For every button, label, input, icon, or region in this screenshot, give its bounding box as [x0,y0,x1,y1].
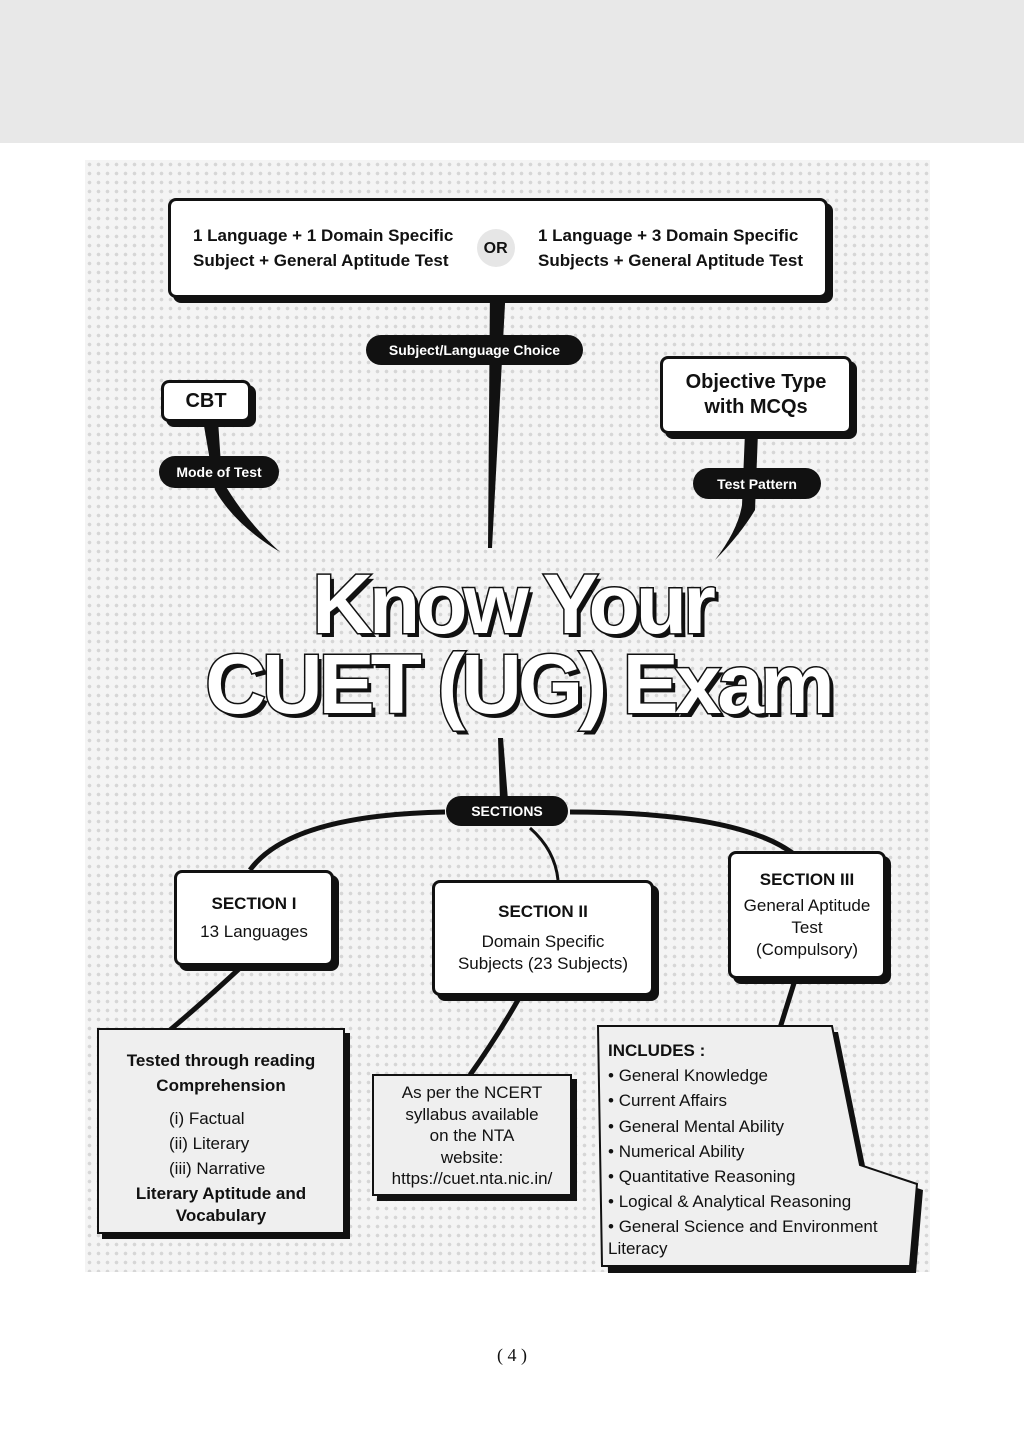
detail-line: on the NTA [429,1126,515,1145]
choice-option-1-line: 1 Language + 1 Domain Specific [193,226,454,245]
section-heading: SECTION II [498,902,588,921]
detail-item: General Knowledge [608,1063,908,1088]
section-2-box: SECTION II Domain Specific Subjects (23 … [432,880,654,996]
or-badge: OR [476,229,515,267]
connector-pattern [715,432,758,560]
detail-item: Numerical Ability [608,1139,908,1164]
section-text: Domain Specific [481,932,605,951]
section-text: 13 Languages [200,922,308,941]
page-number: ( 4 ) [497,1345,527,1365]
section-2-detail: As per the NCERT syllabus available on t… [372,1074,572,1196]
section-text: (Compulsory) [755,940,859,959]
sections-label: SECTIONS [446,796,568,826]
top-band [0,0,1024,143]
choice-option-1-line: Subject + General Aptitude Test [193,251,449,270]
detail-item: General Mental Ability [608,1114,908,1139]
detail-footer: Literary Aptitude and [135,1184,307,1203]
connector-section3-detail [777,979,798,1029]
pattern-box: Objective Type with MCQs [660,356,852,434]
connector-section2 [529,826,560,881]
test-pattern-label: Test Pattern [693,468,821,499]
section-text: Test [791,918,823,937]
connector-section1 [247,809,446,872]
section-1-box: SECTION I 13 Languages [174,870,334,966]
section-text: General Aptitude [743,896,871,915]
detail-item: General Science and Environment Literacy [608,1214,908,1260]
connector-title-sections [498,738,508,800]
detail-item: (i) Factual [169,1109,245,1128]
detail-footer: Vocabulary [175,1206,267,1225]
detail-line: As per the NCERT [401,1083,543,1102]
mode-box: CBT [161,380,251,422]
subject-language-choice-label: Subject/Language Choice [366,335,583,365]
connector-section2-detail [467,998,521,1077]
section-heading: SECTION III [759,870,855,889]
section-text: Subjects (23 Subjects) [457,954,629,973]
section-3-box: SECTION III General Aptitude Test (Compu… [728,851,886,979]
choice-option-2-line: 1 Language + 3 Domain Specific [538,226,799,245]
detail-heading: Tested through reading [126,1051,316,1070]
detail-item: Logical & Analytical Reasoning [608,1189,908,1214]
detail-line: syllabus available [405,1104,539,1124]
detail-item: Current Affairs [608,1088,908,1113]
detail-line: website: [440,1147,504,1167]
choice-option-2-line: Subjects + General Aptitude Test [538,251,803,270]
detail-items: (i) Factual (ii) Literary (iii) Narrativ… [99,1106,343,1181]
nta-website-link[interactable]: https://cuet.nta.nic.in/ [391,1169,553,1188]
connector-choice [488,285,506,548]
pattern-line: with MCQs [704,396,808,418]
detail-list: General Knowledge Current Affairs Genera… [608,1063,908,1260]
section-1-detail: Tested through reading Comprehension (i)… [97,1028,345,1234]
section-3-detail: INCLUDES : General Knowledge Current Aff… [608,1038,908,1260]
mode-of-test-label: Mode of Test [159,456,279,488]
title-line-2: CUET (UG) Exam [204,636,836,733]
detail-item: Quantitative Reasoning [608,1164,908,1189]
connector-section1-detail [168,966,242,1032]
pattern-line: Objective Type [685,371,827,393]
detail-item: (ii) Literary [169,1134,250,1153]
detail-heading: Comprehension [156,1076,286,1095]
connector-section3 [569,809,797,857]
section-heading: SECTION I [211,894,297,913]
detail-item: (iii) Narrative [169,1159,266,1178]
title-line-1: Know Your [311,556,718,653]
detail-heading: INCLUDES : [608,1041,706,1060]
